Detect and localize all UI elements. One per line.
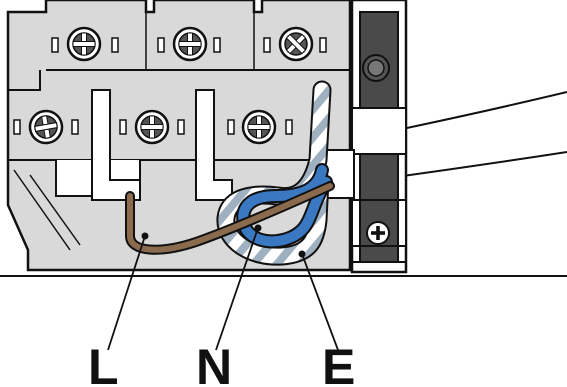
phillips-screw-icon[interactable] — [66, 26, 102, 62]
phillips-screw-icon[interactable] — [134, 109, 170, 145]
terminal-channels — [55, 89, 233, 201]
earth-leader-line — [301, 253, 339, 351]
phillips-screw-icon[interactable] — [241, 109, 277, 145]
neutral-label: N — [196, 339, 232, 387]
earth-label: E — [322, 339, 355, 387]
round-screw-icon[interactable] — [362, 54, 390, 82]
clamp-screw-icon[interactable] — [366, 221, 390, 245]
live-label: L — [88, 339, 119, 387]
phillips-screw-icon[interactable] — [172, 26, 208, 62]
live-leader-line — [107, 235, 146, 351]
neutral-leader-line — [215, 227, 259, 351]
